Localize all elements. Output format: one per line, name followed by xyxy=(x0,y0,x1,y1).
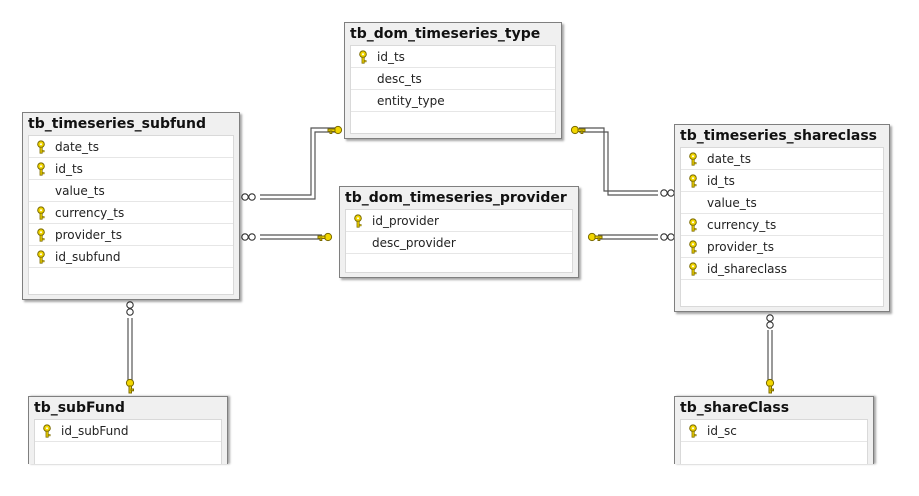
column-row[interactable]: id_ts xyxy=(351,46,555,68)
column-name: date_ts xyxy=(707,152,752,166)
column-row[interactable]: id_ts xyxy=(681,170,883,192)
column-name: id_sc xyxy=(707,424,737,438)
many-end-icon xyxy=(241,193,256,201)
table-title: tb_timeseries_shareclass xyxy=(680,128,878,144)
relationship-shareclass-type[interactable] xyxy=(579,127,658,196)
column-name: id_subfund xyxy=(55,250,121,264)
table-title: tb_dom_timeseries_type xyxy=(350,26,541,42)
primary-key-icon xyxy=(689,218,697,232)
column-name: entity_type xyxy=(377,94,445,108)
primary-key-icon xyxy=(689,152,697,166)
column-row[interactable]: currency_ts xyxy=(29,202,233,224)
column-row[interactable]: provider_ts xyxy=(29,224,233,246)
column-name: desc_provider xyxy=(372,236,456,250)
primary-key-icon xyxy=(37,206,45,220)
many-end-icon xyxy=(241,233,256,241)
column-name: provider_ts xyxy=(55,228,122,242)
column-name: desc_ts xyxy=(377,72,422,86)
table-title: tb_dom_timeseries_provider xyxy=(345,190,567,206)
table-timeseries-subfund[interactable]: tb_timeseries_subfund date_ts id_ts value_… xyxy=(22,112,240,300)
primary-key-icon xyxy=(689,424,697,438)
one-end-key-icon xyxy=(587,232,603,242)
primary-key-icon xyxy=(354,214,362,228)
column-name: date_ts xyxy=(55,140,100,154)
primary-key-icon xyxy=(689,262,697,276)
column-name: id_ts xyxy=(707,174,735,188)
column-row[interactable]: value_ts xyxy=(29,180,233,202)
relationship-subfund-ts-subfund[interactable] xyxy=(127,318,133,381)
column-name: provider_ts xyxy=(707,240,774,254)
relationship-shareclass-provider[interactable] xyxy=(598,234,658,240)
column-row[interactable]: desc_ts xyxy=(351,68,555,90)
column-row[interactable]: id_subfund xyxy=(29,246,233,268)
one-end-key-icon xyxy=(765,378,775,394)
table-title: tb_timeseries_subfund xyxy=(28,116,207,132)
one-end-key-icon xyxy=(125,378,135,394)
column-name: id_provider xyxy=(372,214,439,228)
column-list: id_provider desc_provider xyxy=(345,209,573,273)
column-row[interactable]: id_sc xyxy=(681,420,867,442)
many-end-icon xyxy=(126,301,134,316)
primary-key-icon xyxy=(359,50,367,64)
column-list: id_ts desc_ts entity_type xyxy=(350,45,556,134)
one-end-key-icon xyxy=(317,232,333,242)
one-end-key-icon xyxy=(327,125,343,135)
one-end-key-icon xyxy=(570,125,586,135)
column-list: date_ts id_ts value_ts currency_ts provider_… xyxy=(28,135,234,295)
table-shareclass[interactable]: tb_shareClass id_sc xyxy=(674,396,874,464)
column-name: id_ts xyxy=(377,50,405,64)
primary-key-icon xyxy=(43,424,51,438)
column-name: currency_ts xyxy=(55,206,125,220)
primary-key-icon xyxy=(37,228,45,242)
column-row[interactable]: entity_type xyxy=(351,90,555,112)
many-end-icon xyxy=(766,314,774,329)
column-name: currency_ts xyxy=(707,218,777,232)
column-row[interactable]: currency_ts xyxy=(681,214,883,236)
table-title: tb_subFund xyxy=(34,400,125,416)
column-row[interactable]: id_provider xyxy=(346,210,572,232)
primary-key-icon xyxy=(37,162,45,176)
primary-key-icon xyxy=(37,140,45,154)
many-end-icon xyxy=(660,189,675,197)
table-subfund[interactable]: tb_subFund id_subFund xyxy=(28,396,228,464)
relationship-subfund-type[interactable] xyxy=(260,127,339,200)
column-name: id_ts xyxy=(55,162,83,176)
column-row[interactable]: value_ts xyxy=(681,192,883,214)
primary-key-icon xyxy=(37,250,45,264)
column-name: id_shareclass xyxy=(707,262,788,276)
column-row[interactable]: date_ts xyxy=(681,148,883,170)
relationship-subfund-provider[interactable] xyxy=(260,234,322,240)
column-name: id_subFund xyxy=(61,424,129,438)
column-row[interactable]: id_subFund xyxy=(35,420,221,442)
column-list: id_sc xyxy=(680,419,868,464)
column-row[interactable]: id_shareclass xyxy=(681,258,883,280)
column-list: date_ts id_ts value_ts currency_ts provider_… xyxy=(680,147,884,307)
column-name: value_ts xyxy=(707,196,757,210)
primary-key-icon xyxy=(689,240,697,254)
column-row[interactable]: provider_ts xyxy=(681,236,883,258)
column-name: value_ts xyxy=(55,184,105,198)
table-title: tb_shareClass xyxy=(680,400,790,416)
many-end-icon xyxy=(660,233,675,241)
column-row[interactable]: desc_provider xyxy=(346,232,572,254)
column-row[interactable]: id_ts xyxy=(29,158,233,180)
column-row[interactable]: date_ts xyxy=(29,136,233,158)
relationship-shareclass-ts-shareclass[interactable] xyxy=(767,330,773,381)
primary-key-icon xyxy=(689,174,697,188)
column-list: id_subFund xyxy=(34,419,222,464)
